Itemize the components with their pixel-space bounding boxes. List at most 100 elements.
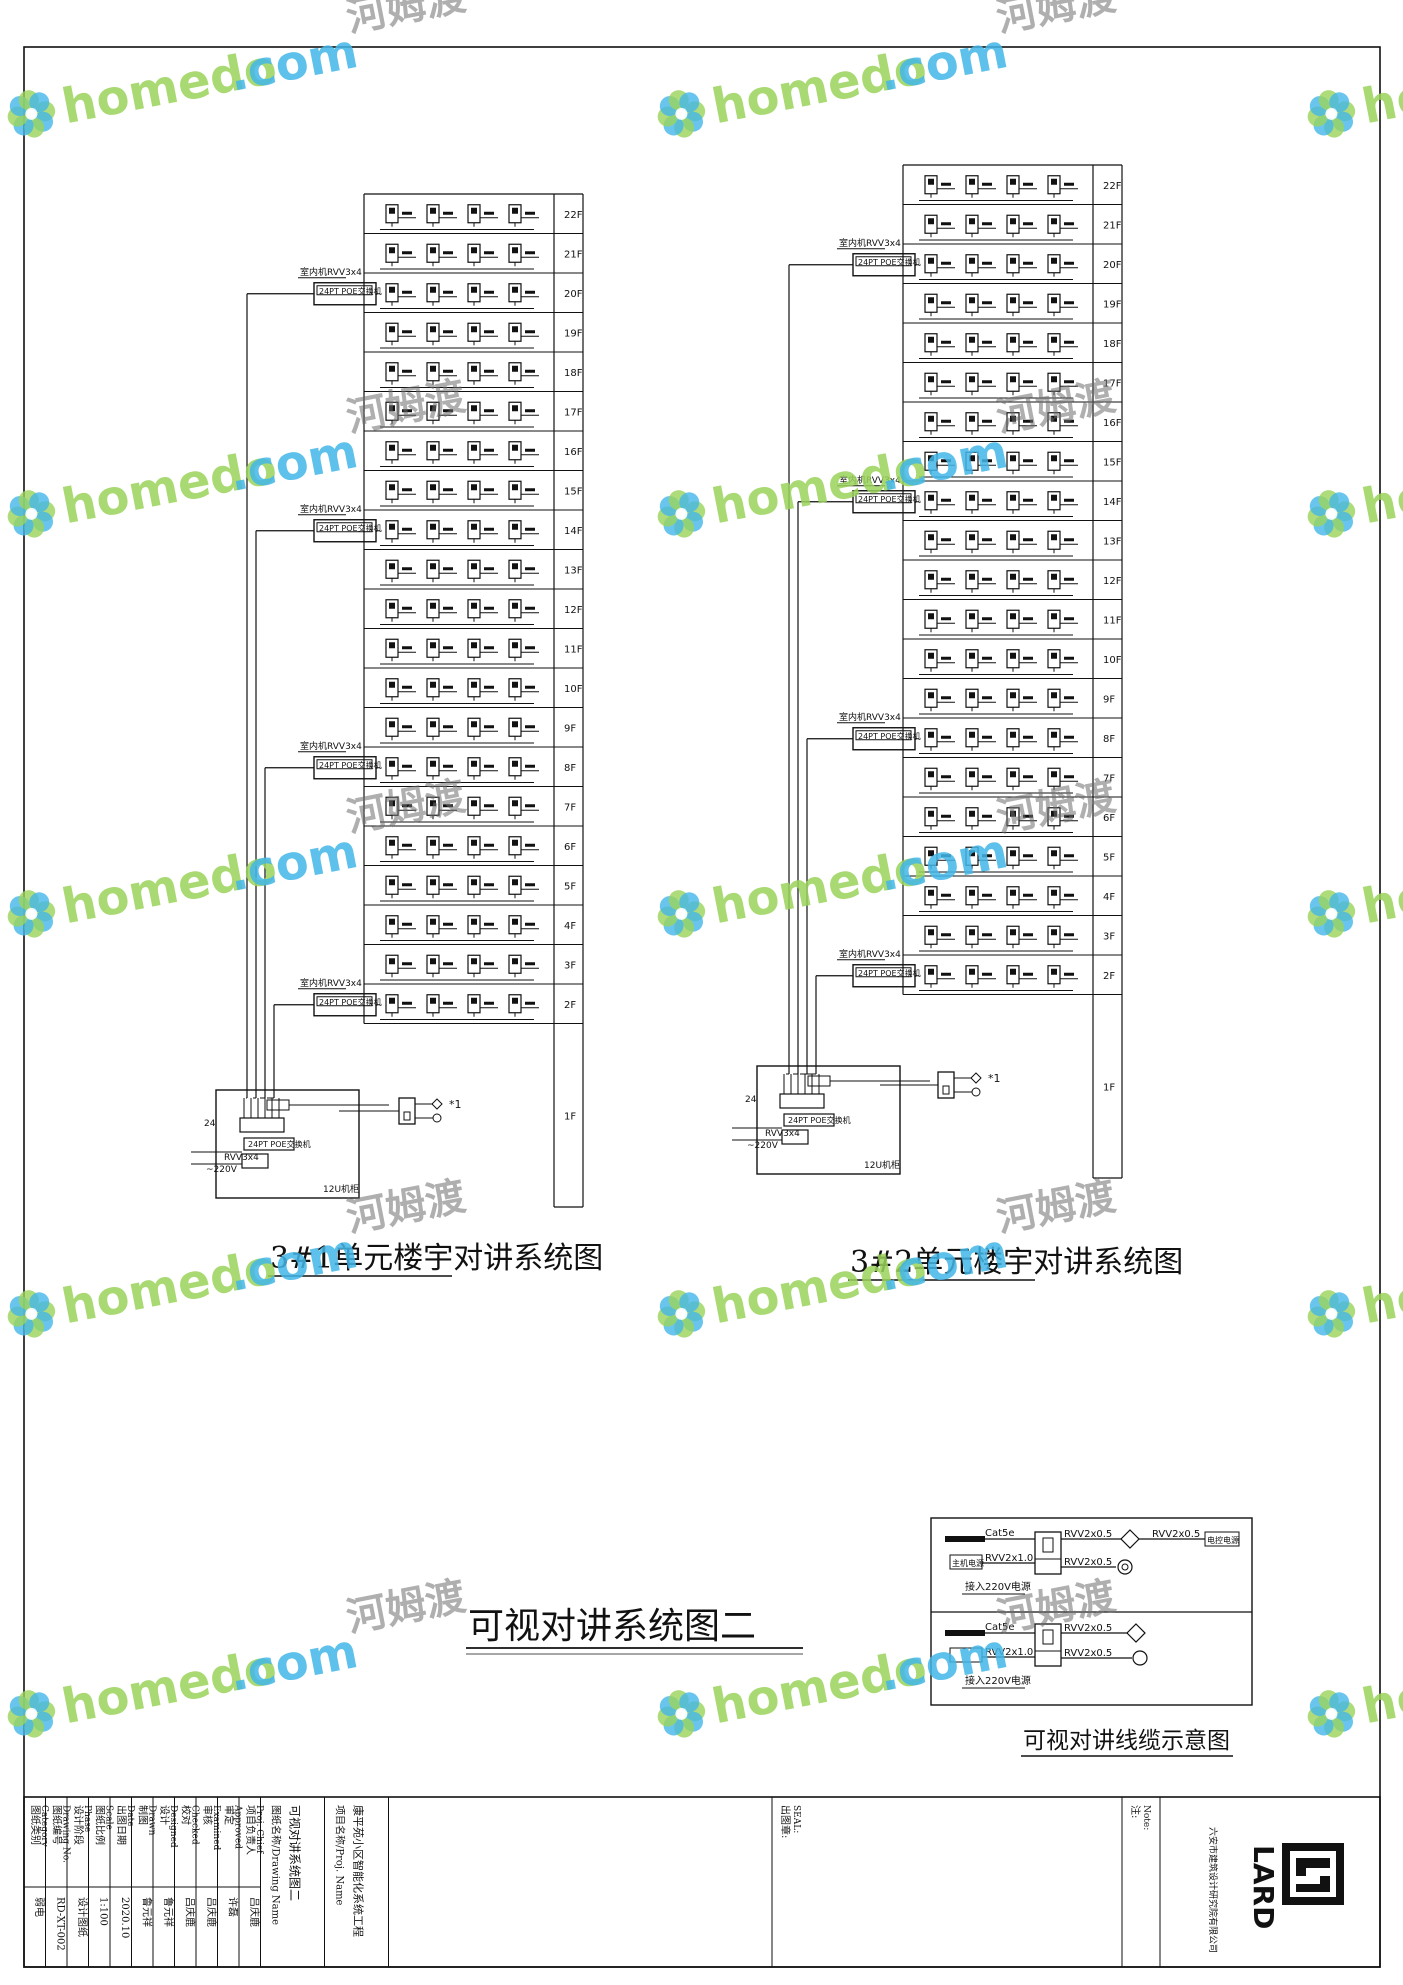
- indoor-unit-tag-6F-3: [1023, 814, 1033, 818]
- indoor-unit-tag-17F-2: [443, 409, 453, 413]
- indoor-unit-tag-5F-2: [443, 883, 453, 887]
- indoor-unit-screen-6F-2: [430, 839, 436, 846]
- legend-row1-lock-box: [1204, 1531, 1240, 1547]
- indoor-unit-tag-6F-2: [982, 814, 992, 818]
- indoor-unit-screen-12F-3: [1010, 573, 1016, 580]
- indoor-unit-screen-2F-3: [471, 997, 477, 1004]
- indoor-unit-tag-22F-4: [1064, 182, 1074, 186]
- indoor-unit-screen-21F-4: [512, 247, 518, 254]
- indoor-unit-tag-18F-1: [941, 340, 951, 344]
- legend-row1-b: RVV2x1.0: [985, 1553, 1033, 1564]
- watermark-flower-center-15: [1325, 1707, 1338, 1720]
- rack-label: 12U机柜: [864, 1159, 900, 1171]
- poe-switch-label-2: 24PT POE交换机: [319, 523, 382, 533]
- legend-row1-host: 主机电源: [952, 1558, 984, 1568]
- watermark-flower-center-6: [1325, 507, 1338, 520]
- indoor-unit-screen-17F-2: [430, 405, 436, 412]
- watermark-flower-center-13: [25, 1707, 38, 1720]
- indoor-unit-tag-2F-3: [1023, 972, 1033, 976]
- indoor-unit-tag-7F-2: [443, 804, 453, 808]
- indoor-unit-screen-7F-4: [512, 800, 518, 807]
- port-count-label: 24: [745, 1095, 757, 1105]
- indoor-unit-tag-4F-3: [1023, 893, 1033, 897]
- indoor-unit-screen-20F-2: [969, 257, 975, 264]
- indoor-unit-screen-6F-4: [512, 839, 518, 846]
- indoor-unit-screen-9F-2: [969, 692, 975, 699]
- indoor-unit-screen-20F-2: [430, 286, 436, 293]
- watermark-petal-9-7: [1329, 892, 1350, 913]
- poe-switch-panel-3: [316, 759, 373, 770]
- indoor-unit-tag-2F-2: [982, 972, 992, 976]
- indoor-unit-screen-22F-3: [471, 207, 477, 214]
- indoor-unit-tag-15F-3: [484, 488, 494, 492]
- floor-label-15F: 15F: [564, 486, 583, 497]
- watermark-cn-8: 河姆渡: [993, 773, 1120, 841]
- indoor-unit-screen-20F-4: [1051, 257, 1057, 264]
- poe-switch-panel-1: [855, 256, 912, 267]
- indoor-unit-tag-14F-3: [1023, 498, 1033, 502]
- indoor-unit-screen-4F-1: [928, 889, 934, 896]
- indoor-unit-screen-9F-2: [430, 721, 436, 728]
- indoor-unit-tag-5F-4: [525, 883, 535, 887]
- indoor-unit-tag-12F-2: [982, 577, 992, 581]
- indoor-unit-screen-22F-1: [928, 178, 934, 185]
- indoor-unit-tag-15F-1: [402, 488, 412, 492]
- watermark-petal-15-7: [1329, 1692, 1350, 1713]
- indoor-unit-tag-20F-4: [1064, 261, 1074, 265]
- indoor-unit-tag-18F-4: [1064, 340, 1074, 344]
- intercom-diagram-unit1: 22F21F20F19F18F17F16F15F14F13F12F11F10F9…: [191, 193, 584, 1208]
- indoor-unit-screen-16F-2: [430, 444, 436, 451]
- poe-switch-label-3: 24PT POE交换机: [319, 760, 382, 770]
- indoor-unit-screen-9F-4: [1051, 692, 1057, 699]
- indoor-unit-tag-19F-4: [1064, 301, 1074, 305]
- legend-row1-button-dot: [1121, 1563, 1129, 1571]
- indoor-unit-tag-16F-1: [941, 419, 951, 423]
- indoor-unit-screen-17F-4: [512, 405, 518, 412]
- riser-cable-label-4: 室内机RVV3x4: [839, 948, 901, 960]
- indoor-unit-tag-8F-4: [1064, 735, 1074, 739]
- watermark-flower-icon-6: [1307, 490, 1356, 538]
- tb-label-en-2: Phase: [82, 1805, 92, 1832]
- indoor-unit-tag-2F-1: [941, 972, 951, 976]
- equipment-rack: [215, 1089, 360, 1199]
- indoor-unit-screen-15F-1: [928, 455, 934, 462]
- watermark-petal-4-7: [29, 492, 50, 513]
- rack-switch: [783, 1113, 835, 1127]
- indoor-unit-tag-13F-1: [402, 567, 412, 571]
- watermark-domain-10: .com: [224, 1223, 362, 1303]
- legend-row1-diamond: [1120, 1529, 1140, 1549]
- indoor-unit-screen-12F-4: [1051, 573, 1057, 580]
- indoor-unit-screen-14F-1: [928, 494, 934, 501]
- watermark-domain-1: .com: [224, 23, 362, 103]
- indoor-unit-screen-6F-4: [1051, 810, 1057, 817]
- indoor-unit-screen-18F-1: [928, 336, 934, 343]
- rack-label: 12U机柜: [323, 1183, 359, 1195]
- indoor-unit-screen-18F-4: [512, 365, 518, 372]
- indoor-unit-tag-10F-3: [484, 685, 494, 689]
- indoor-unit-screen-4F-2: [430, 918, 436, 925]
- indoor-unit-tag-19F-4: [525, 330, 535, 334]
- indoor-unit-screen-12F-3: [471, 602, 477, 609]
- floor-label-12F: 12F: [564, 605, 583, 616]
- indoor-unit-tag-5F-3: [1023, 854, 1033, 858]
- indoor-unit-screen-6F-3: [1010, 810, 1016, 817]
- indoor-unit-tag-15F-1: [941, 459, 951, 463]
- indoor-unit-tag-17F-1: [402, 409, 412, 413]
- tb-value-1: RD-XT-002: [55, 1897, 66, 1951]
- watermark-flower-center-2: [675, 107, 688, 120]
- watermark-petal-5-7: [679, 492, 700, 513]
- company-logo-mark: [1296, 1858, 1330, 1892]
- floor-label-10F: 10F: [1103, 655, 1122, 666]
- watermark-petal-12-7: [1329, 1292, 1350, 1313]
- indoor-unit-screen-4F-3: [471, 918, 477, 925]
- floor-label-17F: 17F: [564, 407, 583, 418]
- floor-label-17F: 17F: [1103, 378, 1122, 389]
- indoor-unit-screen-8F-3: [471, 760, 477, 767]
- tb-label-en-3: Scale: [104, 1805, 114, 1830]
- indoor-unit-screen-8F-4: [512, 760, 518, 767]
- legend-row2-camera-symbol: [945, 1630, 985, 1636]
- indoor-unit-screen-18F-2: [969, 336, 975, 343]
- indoor-unit-tag-2F-1: [402, 1001, 412, 1005]
- floor-label-22F: 22F: [564, 210, 583, 221]
- indoor-unit-tag-3F-2: [443, 962, 453, 966]
